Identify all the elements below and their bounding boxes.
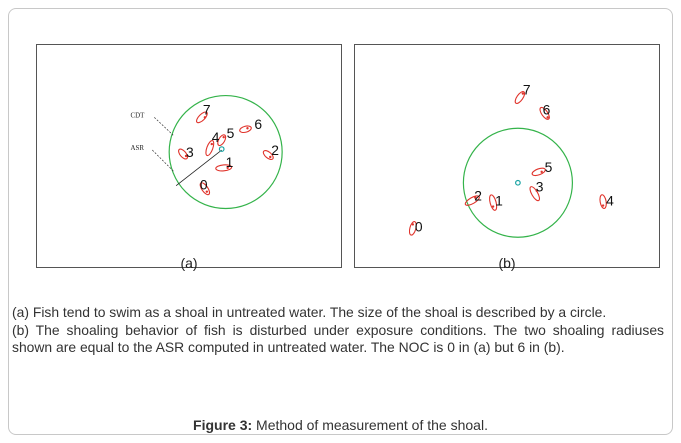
fish-2-head-b	[474, 196, 477, 199]
asr-leader-line	[152, 149, 175, 173]
fish-label-5-b: 5	[545, 159, 553, 175]
fish-7-body-a	[196, 111, 208, 124]
cdt-label: CDT	[131, 112, 146, 119]
caption-a: (a) Fish tend to swim as a shoal in untr…	[12, 304, 607, 320]
fish-5-head-b	[540, 170, 543, 174]
fish-label-5-a: 5	[227, 125, 235, 141]
fish-0-head-a	[205, 190, 209, 193]
fish-4-body-a	[205, 140, 215, 157]
fish-6-head-a	[246, 127, 249, 130]
fish-label-0-a: 0	[200, 177, 208, 193]
fish-6-body-b	[539, 106, 550, 120]
fish-label-0-b: 0	[415, 218, 423, 234]
asr-label: ASR	[131, 145, 145, 152]
fish-label-2-b: 2	[474, 188, 482, 204]
fish-label-7-a: 7	[203, 101, 211, 117]
fish-label-4-a: 4	[212, 129, 220, 145]
fish-1-head-b	[491, 205, 495, 208]
fish-6-head-b	[546, 116, 549, 119]
fish-0-body-a	[199, 182, 211, 196]
fish-label-3-b: 3	[536, 179, 544, 195]
fish-3-body-b	[529, 186, 541, 202]
fish-2-body-a	[262, 150, 274, 161]
fish-label-2-a: 2	[271, 142, 279, 158]
fish-1-body-a	[215, 164, 233, 172]
fish-4-body-b	[599, 194, 607, 209]
figure-description: (a) Fish tend to swim as a shoal in untr…	[12, 304, 664, 357]
fish-0-body-b	[408, 221, 417, 236]
fish-label-1-b: 1	[495, 193, 503, 209]
figure-caption-text: Method of measurement of the shoal.	[252, 417, 488, 433]
shoal-circle-a	[168, 94, 283, 210]
fish-label-4-b: 4	[606, 193, 614, 209]
fish-label-3-a: 3	[186, 144, 194, 160]
shoal-circle-b	[462, 127, 574, 238]
panel-a-drawing: CDT ASR 7 4 5	[131, 94, 283, 210]
fish-6-body-a	[239, 125, 252, 134]
fish-7-body-b	[514, 91, 526, 105]
shoal-center-a	[218, 146, 225, 152]
fish-3-head-a	[184, 154, 188, 158]
figure-caption-label: Figure 3:	[193, 417, 253, 433]
fish-0-head-b	[411, 223, 415, 226]
fish-2-body-b	[464, 195, 480, 206]
panel-b-drawing: 7 6 5 3 2 1 4 0	[408, 82, 614, 238]
fish-label-7-b: 7	[523, 82, 531, 98]
fish-5-body-b	[531, 167, 546, 177]
asr-radius-line	[175, 149, 222, 187]
fish-label-1-a: 1	[226, 154, 234, 170]
fish-1-head-a	[226, 166, 229, 170]
shoal-center-b	[515, 179, 521, 186]
fish-3-body-a	[178, 148, 189, 160]
fish-5-head-a	[222, 135, 225, 139]
panel-a: CDT ASR 7 4 5	[36, 44, 342, 268]
fish-2-head-a	[269, 155, 272, 159]
fish-1-body-b	[489, 194, 498, 211]
fish-label-6-a: 6	[254, 116, 262, 132]
figure-caption: Figure 3: Method of measurement of the s…	[0, 417, 681, 433]
fish-5-body-a	[217, 134, 227, 147]
fish-label-6-b: 6	[543, 101, 551, 117]
caption-b: (b) The shoaling behavior of fish is dis…	[12, 321, 664, 356]
cdt-leader-line	[154, 117, 174, 136]
fish-3-head-b	[535, 189, 538, 192]
fish-7-head-a	[203, 116, 207, 119]
panel-a-sublabel: (a)	[180, 255, 198, 271]
fish-7-head-b	[521, 92, 525, 95]
panel-b-sublabel: (b)	[498, 255, 516, 271]
panel-b: 7 6 5 3 2 1 4 0	[354, 44, 660, 268]
fish-4-head-b	[601, 204, 605, 207]
fish-4-head-a	[210, 142, 213, 146]
